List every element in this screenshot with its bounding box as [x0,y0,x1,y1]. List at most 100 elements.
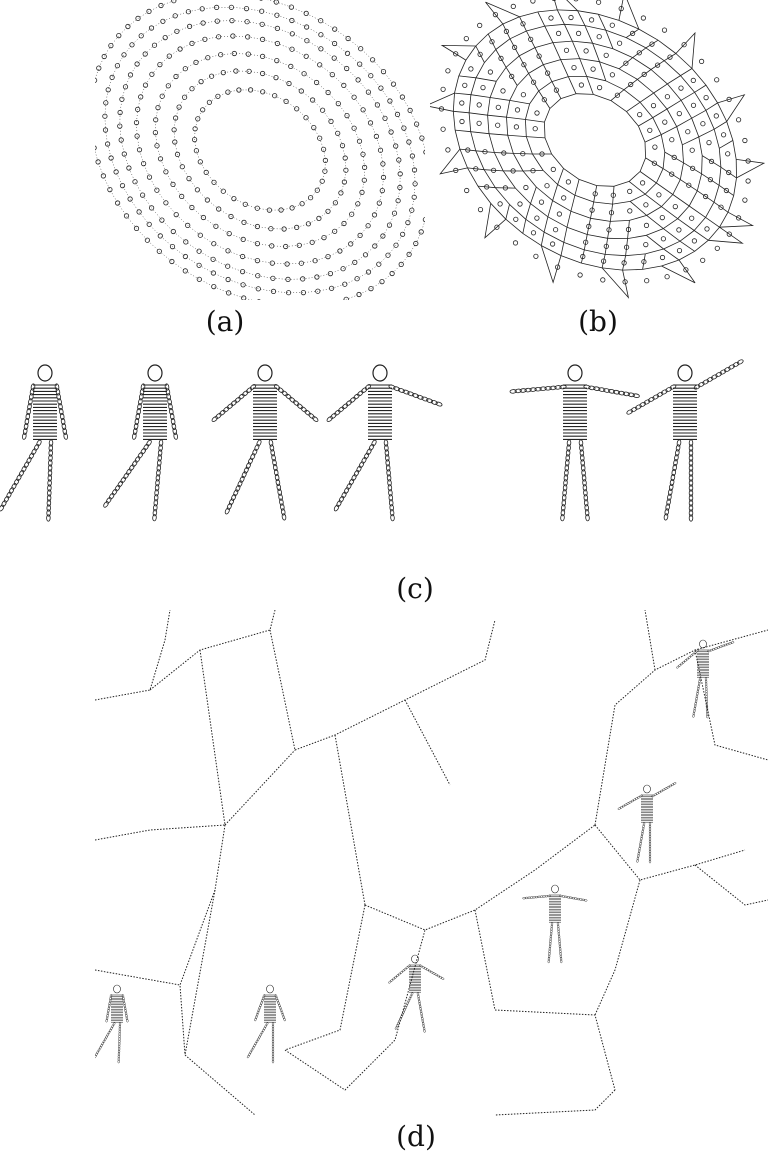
cell-edge [646,229,663,236]
ring-point [318,63,322,67]
ring-point [95,78,97,82]
ring-point [178,47,182,51]
cell-edge [633,58,651,70]
cell-edge [508,135,527,136]
ring [134,34,385,266]
cell-edge [667,100,681,109]
cell-edge [605,254,626,255]
cell-edge [531,187,537,204]
ring-point [302,72,306,76]
cell-edge [530,91,539,104]
site-point [746,179,750,183]
human-figure [626,359,744,521]
ring-point [170,259,174,263]
human-figure [510,365,640,521]
ring-point [127,166,131,170]
cell-edge [656,169,663,183]
site-point [566,180,570,184]
site-point [610,23,614,27]
cell-edge [506,204,510,219]
ring-path [137,36,384,264]
cell-edge [471,132,489,134]
cell-edge [706,202,714,217]
cell-edge [610,204,612,221]
cell-edge [515,188,530,204]
ring-point [231,34,235,38]
cell-edge [624,90,640,103]
cell-edge [677,127,683,145]
cell-edge [719,185,734,195]
cell-edge [553,201,571,212]
cell-edge [661,135,665,153]
cell-edge [543,65,552,82]
site-point [640,181,644,185]
ring-point [273,94,277,98]
human-figure [388,955,444,1033]
panel-d [95,610,768,1120]
panel-a-graphic [95,0,425,300]
cell-edge [476,46,485,63]
cell-edge [525,120,544,123]
cell-edge [613,186,614,204]
ring-point [356,78,360,82]
cell-edge [571,211,591,218]
cell-edge [602,268,623,270]
cell-edge [664,241,680,249]
ring-point [128,73,132,77]
cell-edge [507,117,526,119]
cell-edge [694,217,705,230]
voronoi-cells [95,610,768,1115]
cell-edge [647,215,664,228]
cell-edge [538,10,558,12]
cell-edge [682,145,683,163]
ring-point [221,189,225,193]
site-point [679,86,683,90]
site-point [601,278,605,282]
ring-point [282,227,286,231]
site-point [513,241,517,245]
cell-edge [455,130,471,132]
site-point [441,87,445,91]
ring-point [400,232,404,236]
ring-point [289,5,293,9]
cell-edge [523,170,543,171]
cell-edge [667,109,677,127]
cell-edge [460,149,476,151]
panel-c-caption: (c) [375,572,455,605]
cell-edge [587,76,606,80]
cell-edge [681,69,693,76]
cell-edge [471,132,476,151]
cell-edge [680,180,697,191]
cell-edge [476,34,488,46]
ring-point [96,160,100,164]
cell-edge [471,78,476,95]
ring-point [139,95,143,99]
cell-edge [520,12,538,17]
cell-edge [610,220,629,221]
cell-edge [575,195,594,202]
cell-edge [455,130,460,149]
site-point [535,111,539,115]
cell-edge [611,90,624,101]
ring-point [198,233,202,237]
cell-edge [506,67,517,85]
ring-point [149,26,153,30]
cell-edge [647,207,662,216]
cell-edge [593,43,600,62]
ring-point [226,249,230,253]
site-point [705,227,709,231]
cell-edge [619,69,637,80]
site-point [699,59,703,63]
cell-edge [714,129,719,148]
cell-edge [721,167,737,178]
site-point [628,189,632,193]
site-point [644,223,648,227]
site-point [518,202,522,206]
cell-edge [646,235,663,249]
cell-edge [557,10,564,24]
site-point [660,215,664,219]
ring-point [209,74,213,78]
cell-edge [544,232,564,242]
cell-edge [539,82,552,91]
cell-edge [453,111,455,130]
